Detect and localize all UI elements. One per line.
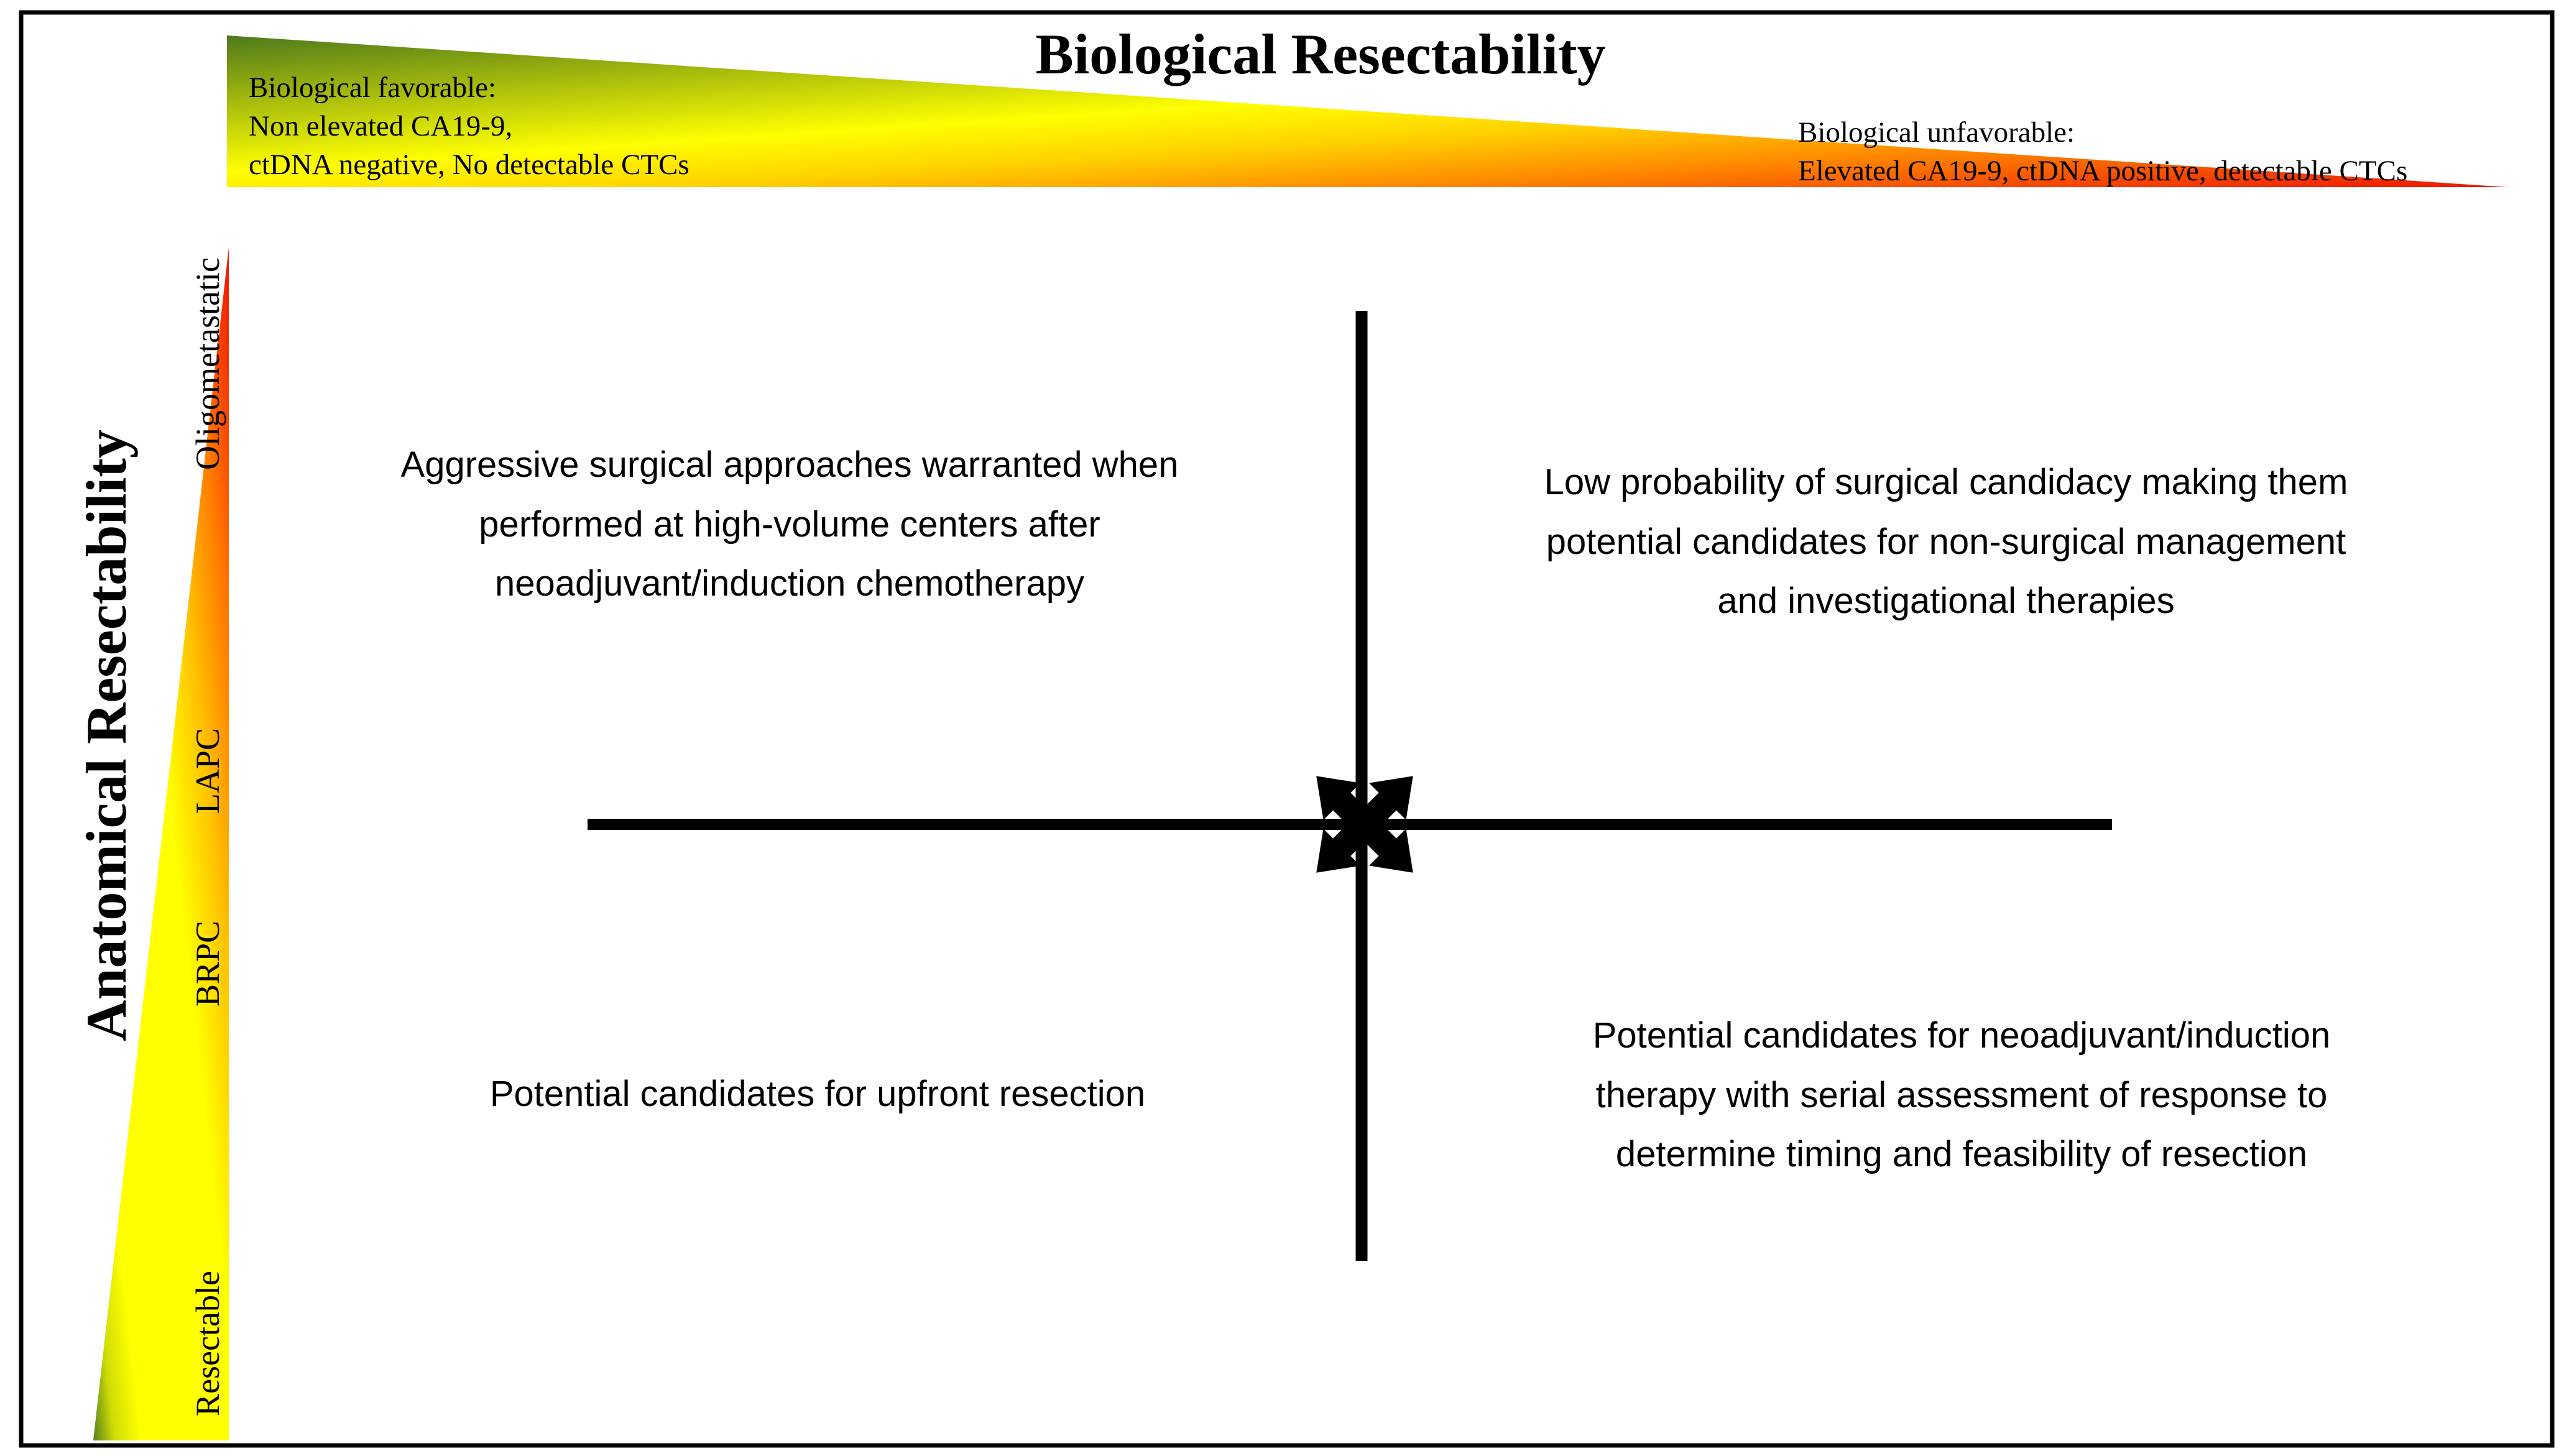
- quadrant-top-left-text: Aggressive surgical approaches warranted…: [401, 435, 1179, 614]
- quadrant-text-line: Low probability of surgical candidacy ma…: [1544, 462, 2348, 502]
- biological-resectability-gradient-wedge: [227, 35, 2507, 187]
- quadrant-text-line: determine timing and feasibility of rese…: [1615, 1134, 2308, 1175]
- unfavorable-note-line: Elevated CA19-9, ctDNA positive, detecta…: [1798, 155, 2408, 188]
- axis-tick-brpc: BRPC: [189, 920, 226, 1007]
- quadrant-text-line: Potential candidates for upfront resecti…: [489, 1074, 1146, 1114]
- quadrant-text-line: Potential candidates for neoadjuvant/ind…: [1592, 1015, 2331, 1056]
- axis-tick-lapc: LAPC: [189, 727, 226, 814]
- favorable-note-line: Biological favorable:: [249, 71, 497, 104]
- favorable-note-line: Non elevated CA19-9,: [249, 110, 513, 143]
- quadrant-text-line: performed at high-volume centers after: [479, 504, 1100, 545]
- axis-tick-resectable: Resectable: [189, 1271, 226, 1416]
- quadrant-text-line: therapy with serial assessment of respon…: [1595, 1074, 2328, 1115]
- quadrant-top-right-text: Low probability of surgical candidacy ma…: [1544, 453, 2348, 631]
- quadrant-text-line: potential candidates for non-surgical ma…: [1546, 521, 2346, 562]
- unfavorable-note-line: Biological unfavorable:: [1798, 116, 2075, 149]
- quadrant-text-line: and investigational therapies: [1717, 581, 2175, 622]
- quadrant-text-line: Aggressive surgical approaches warranted…: [400, 445, 1179, 485]
- biological-unfavorable-note: Biological unfavorable: Elevated CA19-9,…: [1798, 113, 2407, 190]
- left-axis-title: Anatomical Resectability: [75, 430, 138, 1041]
- quadrant-bottom-left-text: Potential candidates for upfront resecti…: [490, 1064, 1145, 1124]
- quadrant-text-line: neoadjuvant/induction chemotherapy: [494, 563, 1084, 604]
- biological-favorable-note: Biological favorable: Non elevated CA19-…: [249, 68, 689, 184]
- anatomical-resectability-gradient-wedge: [93, 247, 229, 1440]
- center-crossed-arrows-icon: [1316, 776, 1413, 873]
- axis-tick-oligometastatic: Oligometastatic: [189, 257, 226, 470]
- favorable-note-line: ctDNA negative, No detectable CTCs: [249, 149, 689, 182]
- top-axis-title: Biological Resectability: [1035, 22, 1606, 86]
- quadrant-bottom-right-text: Potential candidates for neoadjuvant/ind…: [1593, 1006, 2331, 1184]
- figure-border: [19, 10, 2555, 1448]
